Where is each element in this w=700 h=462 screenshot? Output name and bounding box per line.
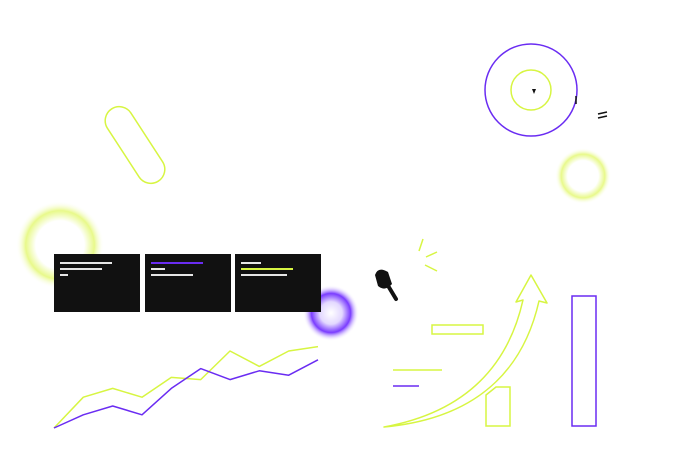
growth-arrow-icon xyxy=(383,274,548,428)
card-line xyxy=(60,268,102,270)
card-accent-line xyxy=(151,262,203,264)
card-line xyxy=(241,262,261,264)
glow-orb-right xyxy=(555,148,611,204)
target-icon xyxy=(484,43,578,137)
megaphone-icon xyxy=(375,269,398,301)
document-icon xyxy=(485,386,511,427)
double-dash-mark xyxy=(597,111,608,119)
card-accent-line xyxy=(241,268,293,270)
tall-bar-shape xyxy=(571,295,597,427)
card-line xyxy=(60,274,68,276)
dashboard-card-2 xyxy=(145,254,231,312)
card-line xyxy=(60,262,112,264)
card-line xyxy=(151,274,193,276)
card-line xyxy=(241,274,287,276)
chart-series-line-lime xyxy=(53,345,319,429)
spark-icon xyxy=(418,238,438,272)
floating-bar-shape xyxy=(431,324,484,335)
line-chart xyxy=(53,345,319,429)
chart-series-line-purple xyxy=(53,359,319,429)
card-line xyxy=(151,268,165,270)
pill-capsule-shape xyxy=(104,105,166,185)
dashboard-card-1 xyxy=(54,254,140,312)
dashboard-card-3 xyxy=(235,254,321,312)
